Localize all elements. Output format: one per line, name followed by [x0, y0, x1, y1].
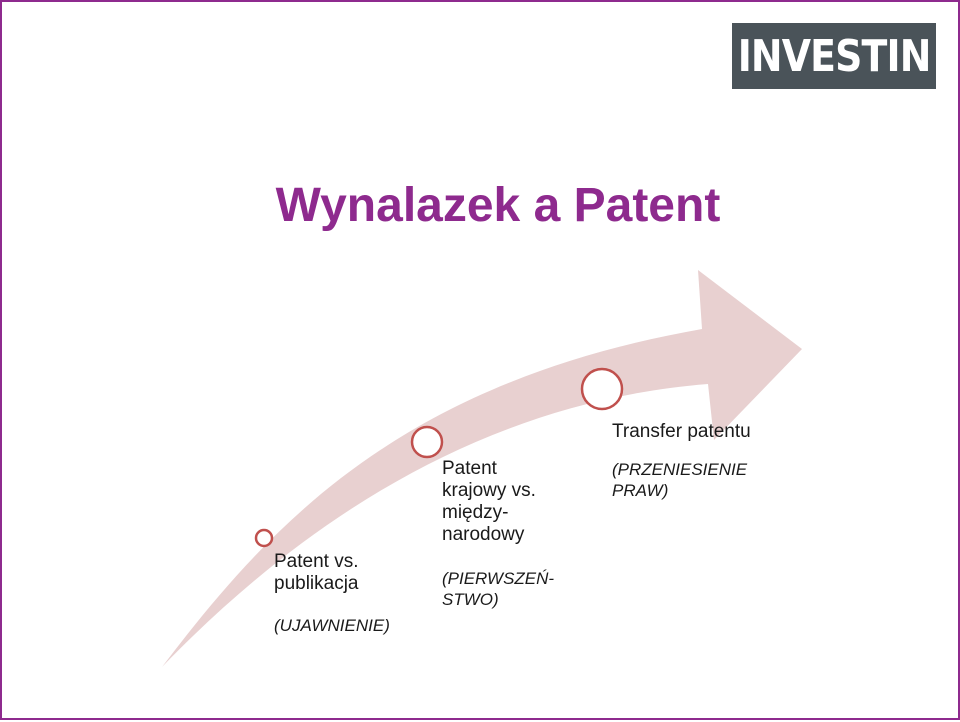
- step-marker-3: [580, 367, 624, 411]
- logo-text: INVESTIN: [737, 30, 932, 82]
- step-3-main: Transfer patentu: [612, 421, 751, 442]
- slide-title: Wynalazek a Patent: [275, 179, 721, 232]
- step-2-sub: (PIERWSZEŃ-STWO): [442, 569, 555, 609]
- step-label-3: Transfer patentu (PRZENIESIENIE PRAW): [612, 421, 772, 501]
- step-1-sub: (UJAWNIENIE): [274, 616, 390, 635]
- step-marker-1: [254, 528, 274, 548]
- curved-arrow: [162, 270, 802, 667]
- step-label-1: Patent vs. publikacja (UJAWNIENIE): [274, 551, 404, 636]
- step-3-sub: (PRZENIESIENIE PRAW): [612, 460, 748, 500]
- step-2-main: Patent krajowy vs. między-narodowy: [442, 458, 536, 545]
- step-1-main: Patent vs. publikacja: [274, 551, 359, 594]
- step-marker-2: [410, 425, 444, 459]
- investin-logo: INVESTIN: [732, 23, 936, 89]
- step-label-2: Patent krajowy vs. między-narodowy (PIER…: [442, 458, 562, 610]
